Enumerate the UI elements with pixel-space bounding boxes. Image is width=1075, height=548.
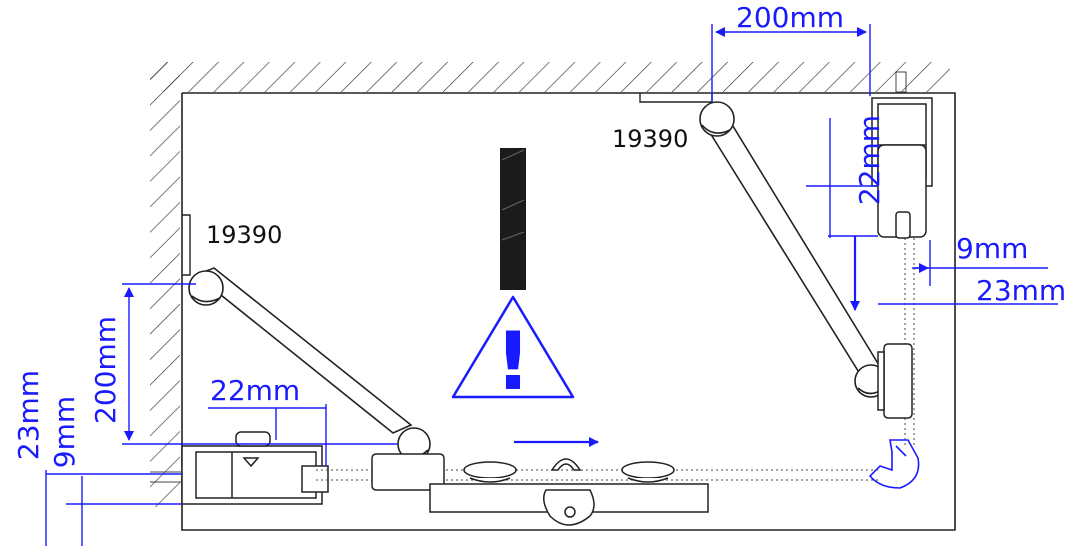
right-glass-line [904, 228, 915, 448]
warning-triangle-icon: ! [451, 295, 575, 408]
dim-left-9-label: 9mm [48, 396, 81, 468]
dim-left-23-label: 23mm [12, 370, 45, 460]
dim-right-23-label: 23mm [976, 274, 1066, 307]
right-wall-profile [871, 71, 933, 239]
dim-right-9-label: 9mm [956, 232, 1028, 265]
dim-right-vertical-label: 22mm [853, 115, 886, 205]
left-wall-profile [150, 431, 329, 505]
left-wall-plate [182, 214, 191, 276]
dim-right-vertical [806, 118, 878, 238]
top-wall-plate [639, 93, 713, 103]
left-support-arm [188, 267, 431, 461]
bottom-hardware [371, 453, 709, 526]
glass-panel-line [316, 469, 880, 481]
dim-left-22 [208, 404, 327, 466]
right-seal-clip [868, 439, 920, 489]
dim-right-top-label: 200mm [736, 1, 844, 34]
right-arm-label: 19390 [612, 125, 688, 153]
dim-left-small [45, 470, 182, 546]
room-outline [181, 92, 956, 531]
dim-left-22-label: 22mm [210, 374, 300, 407]
dim-right-small [878, 240, 1058, 305]
right-hinge-block [877, 343, 913, 419]
dim-right-top [711, 24, 871, 102]
warning-symbol: ! [495, 315, 531, 408]
dim-left-vertical-label: 200mm [89, 316, 122, 424]
glass-tile-icon [500, 148, 526, 290]
left-arm-label: 19390 [206, 221, 282, 249]
dim-left-vertical [122, 283, 398, 445]
